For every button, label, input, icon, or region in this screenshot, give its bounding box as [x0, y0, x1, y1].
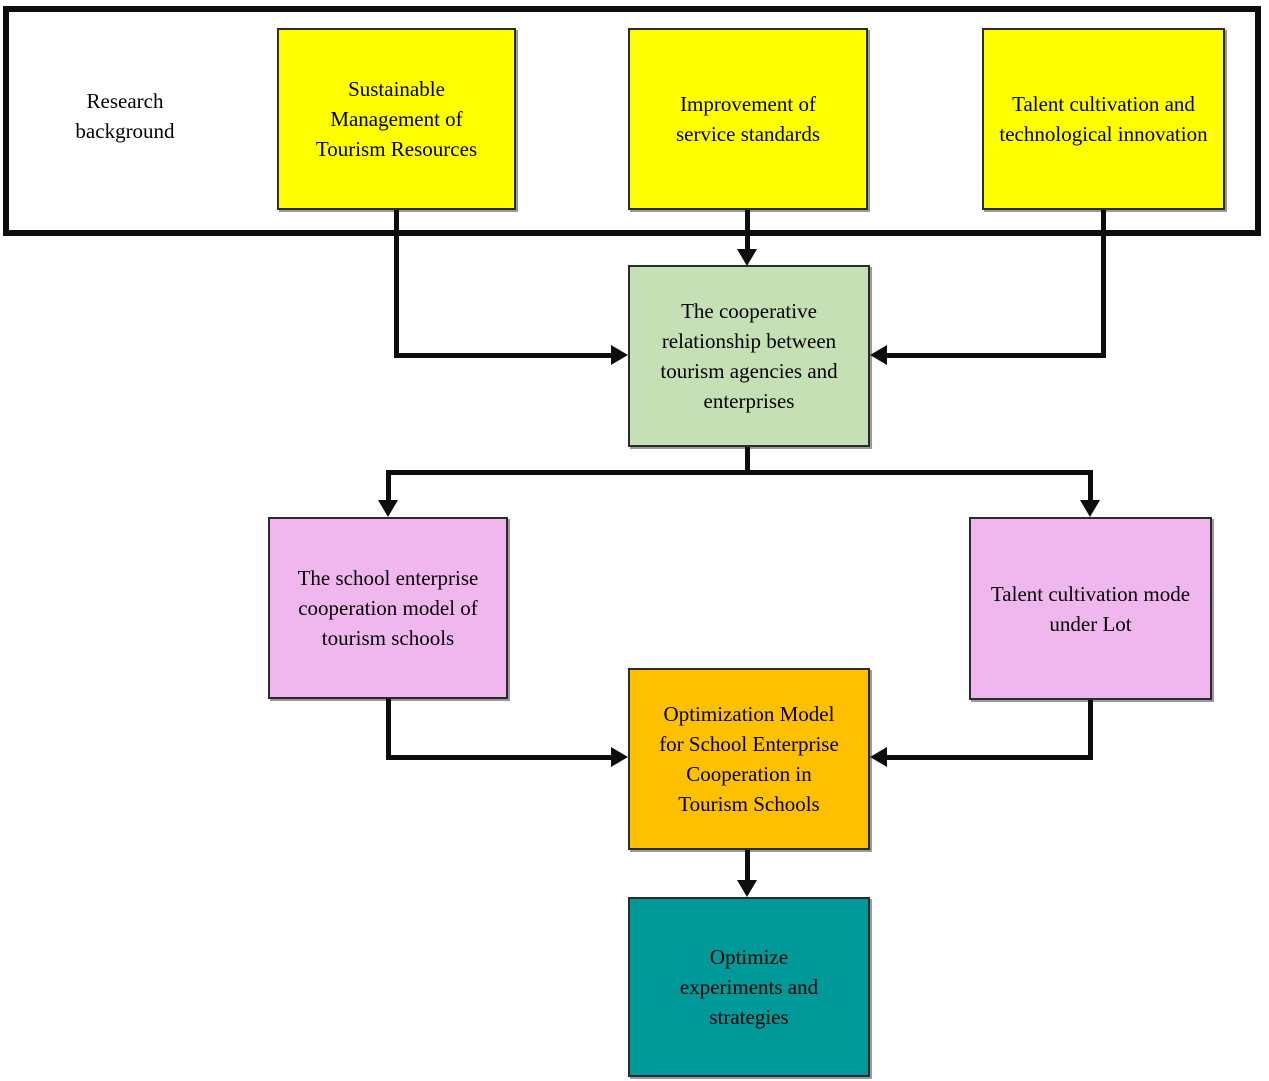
node-talent-technological: Talent cultivation and technological inn… [982, 28, 1225, 210]
node-optimize-experiments: Optimize experiments and strategies [628, 897, 870, 1077]
arrow-line-improvement-to-cooperative [745, 210, 750, 252]
arrowhead-down-into-talent-lot [1080, 500, 1100, 517]
arrowhead-down-into-optimize-exp [737, 880, 757, 897]
arrowhead-down-into-school-model [378, 500, 398, 517]
node-talent-cultivation-lot: Talent cultivation mode under Lot [969, 517, 1212, 700]
arrowhead-down-into-cooperative [737, 249, 757, 266]
arrowhead-left-into-cooperative [870, 345, 887, 365]
node-school-enterprise-model: The school enterprise cooperation model … [268, 517, 508, 699]
arrow-line-branch-left-down [386, 470, 391, 502]
research-background-frame [3, 6, 1261, 236]
arrowhead-right-into-optimization [611, 747, 628, 767]
arrow-line-talent-lot-down [1088, 700, 1093, 760]
arrow-line-branch-horizontal [386, 470, 1093, 475]
arrow-line-optimization-down [745, 850, 750, 882]
arrow-line-talent-lot-left [886, 755, 1093, 760]
arrow-line-sustainable-right [394, 353, 612, 358]
arrow-line-cooperative-stub [745, 447, 750, 475]
arrow-line-sustainable-down [394, 210, 399, 358]
arrowhead-left-into-optimization [870, 747, 887, 767]
arrow-line-school-model-down [386, 699, 391, 760]
arrow-line-talent-tech-left [886, 353, 1106, 358]
node-sustainable-management: Sustainable Management of Tourism Resour… [277, 28, 516, 210]
node-optimization-model: Optimization Model for School Enterprise… [628, 668, 870, 850]
node-improvement-service: Improvement of service standards [628, 28, 868, 210]
arrowhead-right-into-cooperative [611, 345, 628, 365]
arrow-line-school-model-right [386, 755, 612, 760]
research-background-label: Research background [75, 89, 175, 143]
arrow-line-talent-tech-down [1101, 210, 1106, 358]
node-cooperative-relationship: The cooperative relationship between tou… [628, 265, 870, 447]
arrow-line-branch-right-down [1088, 470, 1093, 502]
